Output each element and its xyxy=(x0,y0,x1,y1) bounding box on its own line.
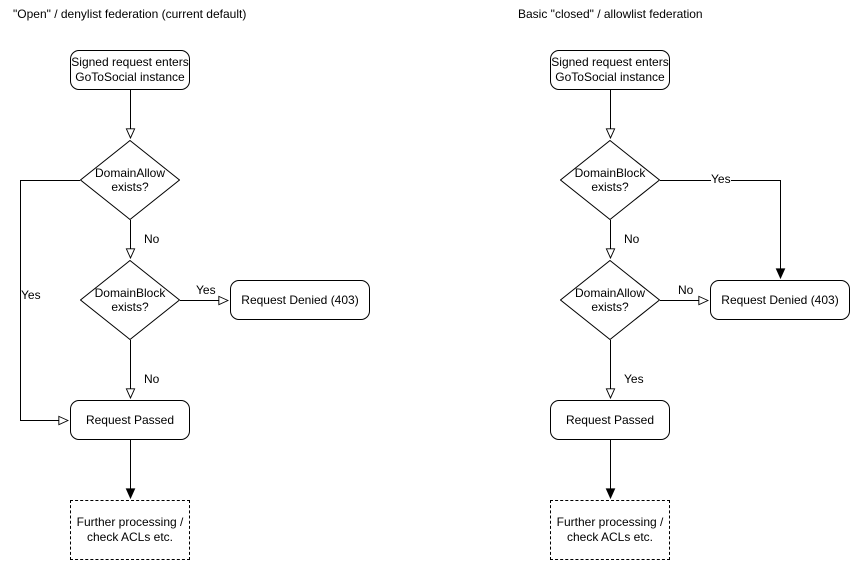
node-decision-domainallow-open: DomainAllow exists? xyxy=(80,140,180,220)
node-decision-domainallow-closed: DomainAllow exists? xyxy=(560,260,660,340)
edge-open-domainallow-yes-to-passed xyxy=(20,180,80,421)
edge-label-yes: Yes xyxy=(196,283,216,297)
edge-label-yes: Yes xyxy=(711,172,731,186)
edge-label-yes: Yes xyxy=(21,288,41,302)
node-decision-domainblock-closed: DomainBlock exists? xyxy=(560,140,660,220)
node-start-open: Signed request enters GoToSocial instanc… xyxy=(70,50,190,90)
edge-label-no: No xyxy=(144,372,160,386)
decision-text: DomainAllow exists? xyxy=(94,166,166,194)
chart-title-open: "Open" / denylist federation (current de… xyxy=(13,7,247,21)
node-request-denied-open: Request Denied (403) xyxy=(230,280,370,320)
node-decision-domainblock-open: DomainBlock exists? xyxy=(80,260,180,340)
decision-text: DomainBlock exists? xyxy=(574,166,646,194)
diamond-shape xyxy=(80,140,180,220)
edge-closed-domainblock-yes-to-denied xyxy=(660,180,781,279)
edge-label-no: No xyxy=(144,232,160,246)
diamond-shape xyxy=(560,260,660,340)
diamond-shape xyxy=(80,260,180,340)
node-request-passed-closed: Request Passed xyxy=(550,400,670,440)
node-further-processing-closed: Further processing / check ACLs etc. xyxy=(550,500,670,560)
edge-label-no: No xyxy=(624,232,640,246)
node-further-processing-open: Further processing / check ACLs etc. xyxy=(70,500,190,560)
diamond-shape xyxy=(560,140,660,220)
chart-title-closed: Basic "closed" / allowlist federation xyxy=(518,7,703,21)
decision-text: DomainAllow exists? xyxy=(574,286,646,314)
node-request-denied-closed: Request Denied (403) xyxy=(710,280,850,320)
decision-text: DomainBlock exists? xyxy=(94,286,166,314)
edge-label-no: No xyxy=(678,283,694,297)
node-request-passed-open: Request Passed xyxy=(70,400,190,440)
edge-label-yes: Yes xyxy=(624,372,644,386)
node-start-closed: Signed request enters GoToSocial instanc… xyxy=(550,50,670,90)
